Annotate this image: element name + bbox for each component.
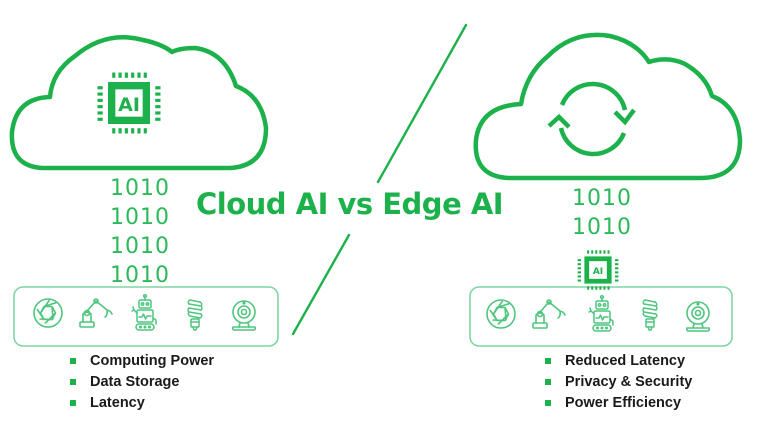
bullet-square-icon	[545, 379, 551, 385]
cloud-ai-bullet-list: Computing Power Data Storage Latency	[70, 351, 214, 414]
edge-ai-bullet-list: Reduced Latency Privacy & Security Power…	[545, 351, 692, 414]
divider-line-bottom	[291, 233, 351, 336]
list-item: Computing Power	[70, 351, 214, 372]
bullet-square-icon	[70, 379, 76, 385]
binary-line: 1010	[572, 215, 632, 240]
divider-line-top	[376, 23, 468, 184]
light-bulb-icon	[642, 299, 658, 331]
cloud-ai-devices-panel	[13, 286, 279, 347]
bullet-square-icon	[70, 358, 76, 364]
cloud-ai-chip-label: AI	[118, 94, 140, 116]
robotic-arm-icon	[79, 298, 113, 328]
robot-icon	[588, 294, 614, 332]
binary-line: 1010	[110, 263, 170, 288]
page-title: Cloud AI vs Edge AI	[196, 187, 504, 221]
robot-icon	[131, 293, 157, 331]
edge-ai-chip-label: AI	[593, 267, 603, 277]
list-item: Power Efficiency	[545, 393, 692, 414]
cloud-ai-binary-stream: 1010 1010 1010 1010	[110, 174, 170, 290]
binary-line: 1010	[572, 186, 632, 211]
bullet-square-icon	[545, 400, 551, 406]
list-item: Reduced Latency	[545, 351, 692, 372]
binary-line: 1010	[110, 234, 170, 259]
webcam-icon	[231, 300, 257, 331]
light-bulb-icon	[187, 299, 203, 331]
bullet-square-icon	[545, 358, 551, 364]
edge-ai-binary-stream: 1010 1010	[572, 184, 632, 242]
binary-line: 1010	[110, 205, 170, 230]
list-item: Privacy & Security	[545, 372, 692, 393]
edge-ai-cloud-icon	[473, 32, 743, 181]
cloud-ai-cloud-icon	[9, 35, 269, 171]
binary-line: 1010	[110, 176, 170, 201]
camera-shutter-icon	[486, 299, 516, 329]
sync-arrows-icon	[547, 81, 636, 157]
camera-shutter-icon	[33, 298, 63, 328]
list-item: Latency	[70, 393, 214, 414]
list-item: Data Storage	[70, 372, 214, 393]
robotic-arm-icon	[532, 299, 566, 329]
webcam-icon	[685, 301, 711, 332]
bullet-square-icon	[70, 400, 76, 406]
